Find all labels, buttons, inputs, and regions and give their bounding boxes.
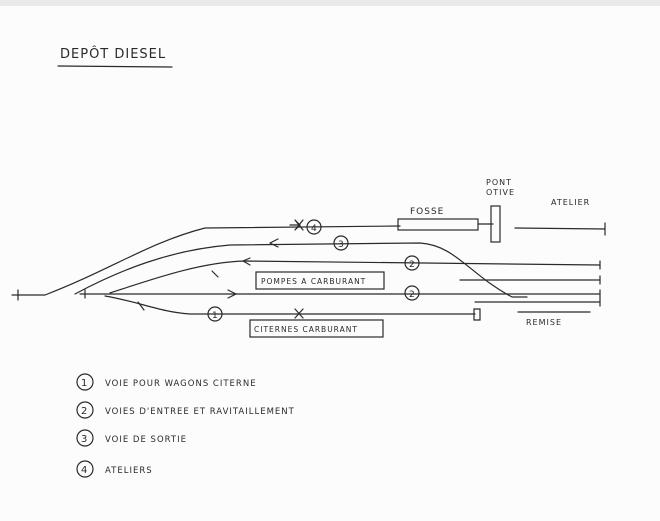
track-1-bumper: [473, 308, 481, 321]
atelier-label: ATELIER: [551, 198, 590, 207]
track-1-switch-mark: [294, 308, 304, 319]
track-3: [74, 242, 528, 298]
track-2-upper-tie: [211, 270, 219, 278]
marker-circle-2a: [404, 255, 420, 271]
track-1: [104, 295, 476, 315]
fosse-pit: [397, 218, 479, 231]
track-2-upper: [109, 260, 601, 294]
marker-num-1: 1: [212, 311, 219, 321]
citernes-label: CITERNES CARBURANT: [254, 325, 358, 334]
legend-text-3: VOIE DE SORTIE: [105, 435, 187, 445]
pont-tournant: [490, 205, 501, 243]
marker-circle-2b: [404, 285, 420, 301]
marker-circle-3: [333, 235, 349, 251]
citernes-box: [249, 319, 384, 338]
legend-num-3: 3: [81, 434, 88, 445]
remise-label: REMISE: [526, 318, 562, 327]
track-1-tie: [137, 301, 145, 311]
marker-num-2b: 2: [409, 290, 416, 300]
page-title: DEPÔT DIESEL: [60, 46, 166, 62]
track-2-lower-arrow: [227, 289, 238, 299]
legend-text-1: VOIE POUR WAGONS CITERNE: [105, 379, 257, 389]
legend-num-4: 4: [81, 465, 88, 476]
marker-num-2a: 2: [409, 260, 416, 270]
pont-label-line2: OTIVE: [486, 188, 515, 197]
legend-circle-3: [76, 429, 94, 447]
atelier-track: [514, 227, 606, 230]
legend-text-2: VOIES D'ENTREE ET RAVITAILLEMENT: [105, 407, 295, 417]
marker-num-4: 4: [311, 224, 318, 234]
pompes-box: [255, 271, 385, 290]
legend-num-1: 1: [81, 378, 88, 389]
marker-num-3: 3: [338, 240, 345, 250]
track-4: [44, 225, 401, 296]
pompes-label: POMPES A CARBURANT: [261, 277, 366, 286]
legend-circle-1: [76, 373, 94, 391]
legend-text-4: ATELIERS: [105, 466, 153, 476]
track-4-arrow: [289, 220, 301, 230]
legend-num-2: 2: [81, 406, 88, 417]
marker-circle-4: [306, 219, 322, 235]
track-2-upper-arrow: [242, 257, 251, 266]
legend-circle-4: [76, 460, 94, 478]
marker-circle-1: [207, 306, 223, 322]
fosse-label: FOSSE: [410, 207, 444, 217]
track-3-arrow: [269, 238, 279, 248]
legend-circle-2: [76, 401, 94, 419]
title-underline: [57, 65, 173, 68]
pont-label-line1: PONT: [486, 178, 512, 187]
